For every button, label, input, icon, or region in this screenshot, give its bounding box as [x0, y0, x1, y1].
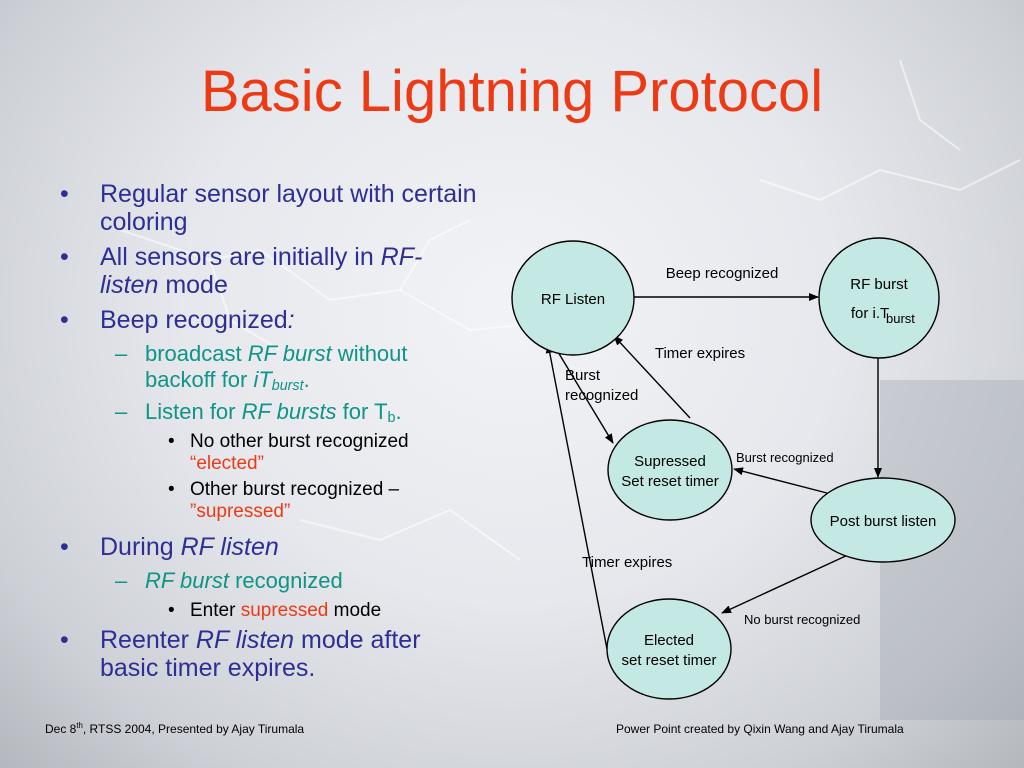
edge-burst-rec2	[733, 467, 828, 494]
edge-no-burst	[721, 553, 851, 614]
edge-burst-rec	[557, 351, 614, 444]
edge-timer1	[613, 335, 691, 419]
sub-sub-bullet-enter-supressed: •Enter supressed mode	[168, 600, 382, 621]
bullet-initial-mode: •All sensors are initially in RF-listen …	[60, 243, 423, 299]
bullet-during-rf-listen: •During RF listen	[60, 533, 279, 561]
node-post-burst-listen: Post burst listen	[810, 477, 956, 563]
label-timer-expires-1: Timer expires	[655, 345, 745, 362]
sub-sub-bullet-supressed: •Other burst recognized –”supressed”	[168, 479, 400, 522]
sub-bullet-listen: –Listen for RF bursts for Tb.	[115, 399, 402, 426]
node-rf-listen: RF Listen	[511, 240, 635, 356]
sub-bullet-burst-recognized: –RF burst recognized	[115, 568, 343, 593]
label-timer-expires-2: Timer expires	[582, 554, 672, 571]
footer-presenter: Dec 8th, RTSS 2004, Presented by Ajay Ti…	[45, 721, 305, 736]
label-no-burst-recognized: No burst recognized	[744, 612, 860, 627]
slide-title: Basic Lightning Protocol	[200, 59, 824, 124]
svg-text:for i.T: for i.T	[851, 305, 889, 322]
label-burst-recognized-l1: Burst	[565, 367, 601, 384]
svg-text:RF burst: RF burst	[850, 276, 908, 293]
node-elected: Elected set reset timer	[606, 598, 732, 700]
svg-text:set reset timer: set reset timer	[621, 652, 716, 669]
sub-bullet-broadcast: –broadcast RF burst without backoff for …	[115, 341, 408, 394]
bullet-reenter: •Reenter RF listen mode after basic time…	[60, 626, 421, 682]
sub-sub-bullet-elected: •No other burst recognized“elected”	[168, 431, 409, 474]
svg-text:Elected: Elected	[644, 632, 694, 649]
bullet-beep-recognized: •Beep recognized:	[60, 306, 295, 334]
footer-credits: Power Point created by Qixin Wang and Aj…	[616, 722, 904, 736]
label-burst-recognized-l2: recognized	[565, 387, 638, 404]
node-rf-burst: RF burst for i.T burst	[818, 237, 940, 359]
svg-text:Supressed: Supressed	[634, 453, 706, 470]
bullet-list: •Regular sensor layout with certain colo…	[60, 180, 480, 689]
node-supressed: Supressed Set reset timer	[607, 419, 733, 521]
label-beep-recognized: Beep recognized	[666, 265, 779, 282]
svg-text:burst: burst	[886, 311, 915, 326]
bullet-sensor-layout: •Regular sensor layout with certain colo…	[60, 180, 477, 236]
label-burst-recognized-2: Burst recognized	[736, 450, 834, 465]
svg-text:RF Listen: RF Listen	[541, 291, 605, 308]
svg-text:Set reset timer: Set reset timer	[621, 473, 719, 490]
edge-timer2	[545, 343, 608, 650]
svg-text:Post burst listen: Post burst listen	[830, 513, 937, 530]
